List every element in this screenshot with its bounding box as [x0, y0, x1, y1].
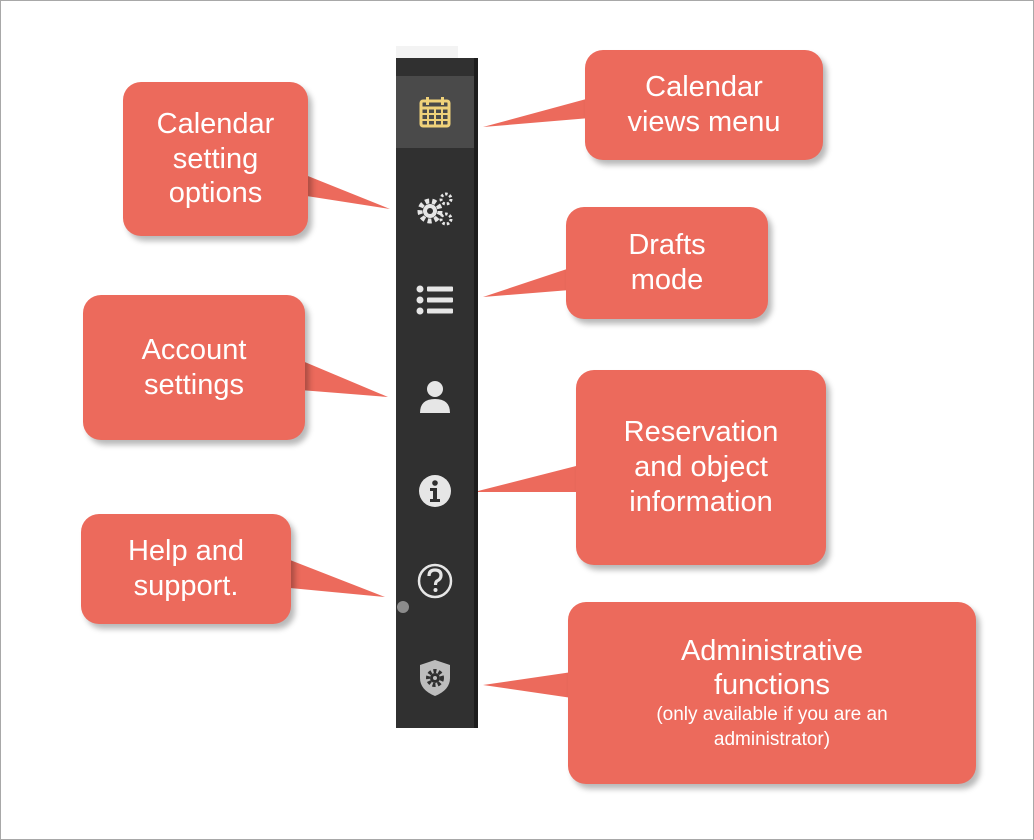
- admin-functions-button[interactable]: [396, 642, 474, 714]
- shield-gear-icon: [420, 660, 450, 696]
- callout-line: and object: [634, 451, 768, 484]
- callout-line: Account: [141, 333, 247, 366]
- calendar-icon: [419, 97, 451, 128]
- callout-note: (only available if you are an: [656, 704, 888, 726]
- info-icon: [419, 475, 451, 507]
- toolbar-top-strip: [396, 46, 458, 58]
- callout-line: Help and: [127, 535, 245, 568]
- callout-calendar-settings: Calendar setting options: [123, 82, 308, 236]
- callout-line: Administrative: [680, 634, 864, 667]
- side-toolbar: [396, 58, 478, 728]
- calendar-views-button[interactable]: [396, 76, 474, 148]
- callout-line: Reservation: [623, 416, 779, 449]
- callout-line: views menu: [627, 106, 781, 138]
- callout-reservation-info: Reservation and object information: [576, 370, 826, 565]
- pointer-reservation-info: [474, 465, 580, 492]
- callout-line: support.: [133, 570, 239, 602]
- callout-line: functions: [713, 669, 831, 702]
- callout-line: Calendar: [645, 71, 763, 104]
- calendar-settings-button[interactable]: [396, 173, 474, 245]
- help-icon: [417, 563, 453, 599]
- pointer-account: [300, 360, 388, 397]
- pointer-calendar-views: [483, 98, 590, 127]
- pointer-drafts: [483, 268, 570, 297]
- callout-line: information: [629, 485, 773, 518]
- pointer-admin: [483, 672, 572, 698]
- account-settings-button[interactable]: [396, 361, 474, 433]
- callout-admin: Administrative functions (only available…: [568, 602, 976, 784]
- callout-note: administrator): [713, 728, 831, 750]
- drafts-mode-button[interactable]: [396, 264, 474, 336]
- help-support-button[interactable]: [396, 545, 474, 617]
- reservation-info-button[interactable]: [396, 455, 474, 527]
- callout-help: Help and support.: [81, 514, 291, 624]
- gears-icon: [417, 192, 453, 226]
- callout-line: Drafts: [628, 229, 706, 262]
- pointer-dot: [397, 601, 409, 613]
- pointer-help: [290, 560, 385, 597]
- callout-line: mode: [630, 264, 704, 296]
- callout-calendar-views: Calendar views menu: [585, 50, 823, 160]
- callout-line: settings: [144, 368, 244, 401]
- callout-drafts: Drafts mode: [566, 207, 768, 319]
- list-icon: [416, 285, 453, 315]
- user-icon: [420, 381, 450, 413]
- callout-account: Account settings: [83, 295, 305, 440]
- callout-line: options: [168, 177, 263, 210]
- callout-line: setting: [172, 142, 259, 175]
- callout-line: Calendar: [156, 107, 275, 140]
